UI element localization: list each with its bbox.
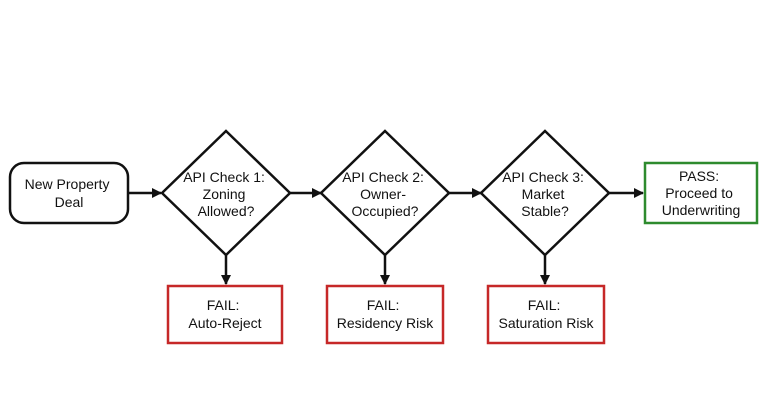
decision-3-label-line-3: Stable? <box>521 203 569 219</box>
node-fail-1: FAIL: Auto-Reject <box>166 284 284 345</box>
fail-1-label-line-1: FAIL: <box>207 297 240 313</box>
decision-1-diamond <box>160 129 292 257</box>
pass-box <box>643 161 759 225</box>
decision-1-label-line-2: Zoning <box>203 186 246 202</box>
decision-2-label-line-2: Owner- <box>360 186 406 202</box>
decision-3-label: API Check 3: Market Stable? <box>502 169 588 219</box>
node-fail-2: FAIL: Residency Risk <box>325 284 445 345</box>
pass-label-line-1: PASS: <box>679 168 719 184</box>
decision-check-1: API Check 1: Zoning Allowed? <box>160 129 292 257</box>
fail-1-label-line-2: Auto-Reject <box>188 315 261 331</box>
fail-2-label-line-2: Residency Risk <box>337 315 434 331</box>
fail-3-label-line-1: FAIL: <box>528 297 561 313</box>
fail-2-label-line-1: FAIL: <box>367 297 400 313</box>
decision-2-diamond <box>319 129 451 257</box>
decision-check-2: API Check 2: Owner- Occupied? <box>319 129 451 257</box>
fail-2-box <box>325 284 445 345</box>
node-pass: PASS: Proceed to Underwriting <box>643 161 759 225</box>
pass-label-line-2: Proceed to <box>665 185 733 201</box>
fail-2-label: FAIL: Residency Risk <box>337 297 434 331</box>
decision-2-label-line-1: API Check 2: <box>342 169 424 185</box>
node-fail-3: FAIL: Saturation Risk <box>486 284 606 345</box>
fail-3-label-line-2: Saturation Risk <box>499 315 595 331</box>
decision-1-label: API Check 1: Zoning Allowed? <box>183 169 269 219</box>
pass-label-line-3: Underwriting <box>662 202 741 218</box>
fail-1-box <box>166 284 284 345</box>
start-terminator-shape <box>8 161 130 225</box>
pass-label: PASS: Proceed to Underwriting <box>662 168 741 218</box>
decision-check-3: API Check 3: Market Stable? <box>479 129 611 257</box>
decision-2-label: API Check 2: Owner- Occupied? <box>342 169 428 219</box>
decision-3-label-line-2: Market <box>522 186 565 202</box>
node-new-property-deal: New Property Deal <box>8 161 130 225</box>
start-label-line-2: Deal <box>55 194 84 210</box>
decision-1-label-line-3: Allowed? <box>198 203 255 219</box>
fail-3-label: FAIL: Saturation Risk <box>499 297 595 331</box>
fail-3-box <box>486 284 606 345</box>
fail-1-label: FAIL: Auto-Reject <box>188 297 261 331</box>
decision-3-label-line-1: API Check 3: <box>502 169 584 185</box>
start-label-line-1: New Property <box>25 176 110 192</box>
start-label: New Property Deal <box>25 176 114 210</box>
decision-2-label-line-3: Occupied? <box>352 203 419 219</box>
decision-3-diamond <box>479 129 611 257</box>
decision-1-label-line-1: API Check 1: <box>183 169 265 185</box>
